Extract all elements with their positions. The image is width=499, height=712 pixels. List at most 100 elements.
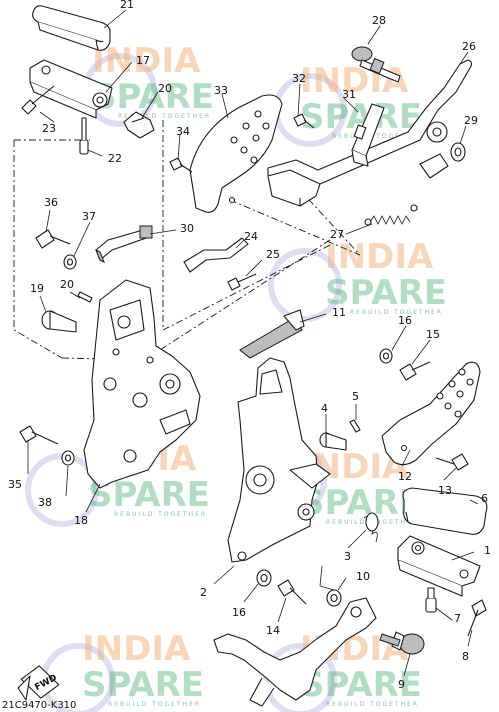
bolt-33 (293, 113, 315, 129)
cotter-pin-5 (349, 419, 361, 433)
callout-8: 8 (462, 650, 469, 663)
watermark-spare: SPARE (300, 483, 422, 523)
footrest-1 (397, 535, 481, 597)
callout-13: 13 (438, 484, 452, 497)
outline-left (13, 139, 90, 359)
callout-33: 32 (292, 72, 306, 85)
watermark-bottom-left: INDIA SPARE REBUILD TOGETHER (41, 629, 204, 712)
watermark-tagline: REBUILD TOGETHER (108, 701, 201, 708)
bolt-9 (379, 631, 425, 655)
return-spring-28 (364, 204, 418, 226)
callouts: 21 17 20 23 22 33 34 32 31 28 26 29 2 7 3… (8, 0, 491, 691)
bolt-37 (35, 229, 71, 249)
damper-11 (239, 309, 305, 359)
callout-35: 34 (176, 125, 190, 138)
diagram-code: 21C9470-K310 (2, 700, 76, 711)
watermark-spare: SPARE (92, 77, 214, 117)
watermark-bottom-right: INDIA SPARE REBUILD TOGETHER (263, 629, 422, 712)
stay-25 (183, 237, 249, 273)
spring-clip-19 (123, 111, 155, 139)
callout-36: 35 (8, 478, 22, 491)
spring-bracket (419, 153, 449, 179)
heel-plate-12 (381, 361, 481, 466)
callout-7: 7 (454, 612, 461, 625)
callout-17: 17 (136, 54, 150, 67)
outline-diagonal (159, 239, 331, 351)
callout-11: 11 (332, 306, 346, 319)
watermark-tagline: REBUILD TOGETHER (114, 511, 207, 518)
assembly-outline (13, 120, 361, 361)
callout-26: 25 (266, 248, 280, 261)
callout-1: 1 (484, 544, 491, 557)
watermark-mid-right: INDIA SPARE REBUILD TOGETHER (268, 237, 447, 322)
callout-6: 6 (481, 492, 488, 505)
callout-2: 2 (200, 586, 207, 599)
callout-31: 30 (180, 222, 194, 235)
bolt-14 (277, 579, 307, 605)
watermark-india: INDIA (300, 61, 409, 101)
footrest-rubber-6 (402, 487, 488, 535)
pin-20 (41, 310, 77, 333)
outline-center (162, 120, 331, 331)
washer-16-lower (256, 569, 272, 587)
bolt-8 (467, 599, 487, 637)
callout-16-lower: 16 (232, 606, 246, 619)
fwd-arrow: FWD (17, 665, 60, 701)
callout-37: 36 (44, 196, 58, 209)
callout-21: 20 (60, 278, 74, 291)
heel-plate-34 (189, 94, 283, 213)
watermark-tagline: REBUILD TOGETHER (326, 701, 419, 708)
watermark-spare: SPARE (82, 665, 204, 705)
callout-16-upper: 16 (398, 314, 412, 327)
damper-clip-31 (95, 225, 153, 264)
outline-right (229, 189, 361, 256)
cotter-pin-21 (77, 291, 93, 303)
callout-25: 24 (244, 230, 258, 243)
callout-19: 20 (158, 82, 172, 95)
watermark-spare: SPARE (325, 273, 447, 313)
spring-3 (363, 512, 379, 543)
callout-29: 28 (372, 14, 386, 27)
callout-27: 26 (462, 40, 476, 53)
watermark-tagline: REBUILD TOGETHER (332, 133, 425, 140)
callout-20: 19 (30, 282, 44, 295)
watermark-top-left: INDIA SPARE REBUILD TOGETHER (83, 41, 214, 127)
callout-34: 33 (214, 84, 228, 97)
callout-38-bottom: 38 (38, 496, 52, 509)
callout-24: 23 (42, 122, 56, 135)
callout-23: 22 (108, 152, 122, 165)
bolt-24 (21, 85, 55, 115)
pivot-bolt-29 (351, 46, 401, 83)
washer-10 (326, 589, 342, 607)
watermark-tagline: REBUILD TOGETHER (350, 309, 443, 316)
watermark-india: INDIA (82, 629, 191, 669)
callout-5: 5 (352, 390, 359, 403)
washer-30 (450, 142, 466, 162)
washer-38-bottom (61, 450, 75, 466)
bolt-26 (227, 273, 257, 291)
watermark-india: INDIA (325, 237, 434, 277)
callout-32: 31 (342, 88, 356, 101)
watermark-spare: SPARE (300, 665, 422, 705)
callout-15: 15 (426, 328, 440, 341)
pin-7 (425, 587, 437, 613)
bracket-32 (351, 103, 385, 167)
footrest-bracket-17 (29, 59, 113, 119)
lower-pedal-arm (213, 597, 377, 707)
washer-38-top (63, 254, 77, 270)
bolt-36 (19, 425, 59, 445)
brake-pedal-27 (267, 59, 473, 207)
leader-lines (27, 9, 479, 677)
callout-18: 18 (74, 514, 88, 527)
callout-30: 29 (464, 114, 478, 127)
watermark-logo (263, 643, 337, 712)
footrest-plate-2 (227, 357, 331, 563)
callout-4: 4 (321, 402, 328, 415)
washer-16-upper (379, 348, 393, 364)
bolt-15 (399, 361, 431, 381)
bolt-13 (435, 453, 469, 471)
callout-22: 21 (120, 0, 134, 11)
bolt-35 (169, 157, 193, 173)
footrest-rubber-22 (32, 5, 111, 51)
